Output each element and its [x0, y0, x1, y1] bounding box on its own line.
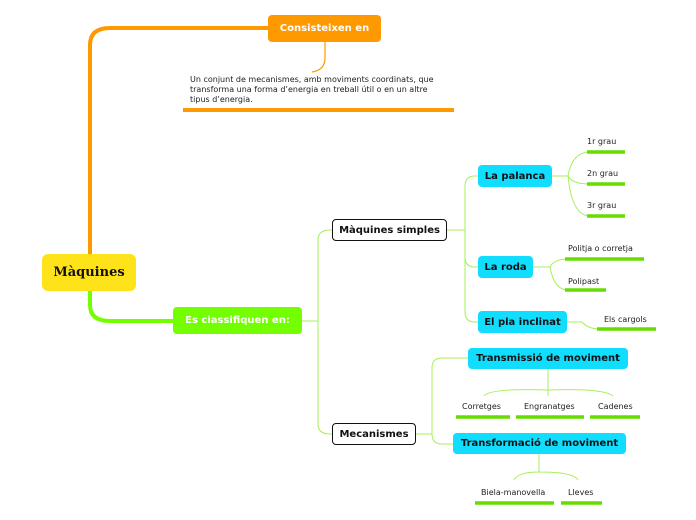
- root-node-maquines[interactable]: Màquines: [42, 254, 136, 291]
- transmissio-label: Transmissió de moviment: [476, 353, 620, 364]
- link-classify-branches: [302, 229, 332, 435]
- roda-label: La roda: [484, 261, 527, 273]
- node-la-palanca[interactable]: La palanca: [478, 165, 552, 187]
- node-mecanismes[interactable]: Mecanismes: [332, 423, 416, 445]
- mecanismes-label: Mecanismes: [339, 428, 409, 440]
- node-maquines-simples[interactable]: Màquines simples: [332, 219, 447, 241]
- link-transformacio-leaves: [513, 454, 579, 481]
- leaf-cadenes[interactable]: Cadenes: [598, 402, 633, 411]
- link-pla-leaves: [567, 321, 601, 330]
- pla-label: El pla inclinat: [484, 316, 561, 328]
- simple-label: Màquines simples: [339, 224, 440, 236]
- node-el-pla-inclinat[interactable]: El pla inclinat: [478, 311, 567, 333]
- consist-description: Un conjunt de mecanismes, amb moviments …: [190, 75, 434, 104]
- transformacio-label: Transformació de moviment: [460, 438, 619, 449]
- classify-label: Es classifiquen en:: [185, 315, 290, 326]
- leaf-3r-grau[interactable]: 3r grau: [587, 201, 617, 210]
- link-mecanismes-children: [416, 357, 468, 445]
- leaf-polipast[interactable]: Polipast: [568, 277, 600, 286]
- palanca-label: La palanca: [484, 170, 546, 182]
- leaf-lleves[interactable]: Lleves: [568, 488, 594, 497]
- node-la-roda[interactable]: La roda: [478, 256, 533, 278]
- leaf-1r-grau[interactable]: 1r grau: [587, 137, 617, 146]
- node-consisteixen-en[interactable]: Consisteixen en: [268, 15, 381, 42]
- leaf-biela-manovella[interactable]: Biela-manovella: [481, 488, 546, 497]
- link-consist-desc: [311, 42, 326, 73]
- link-simple-children: [447, 175, 478, 323]
- link-root-classify: [88, 289, 175, 323]
- leaf-els-cargols[interactable]: Els cargols: [604, 315, 647, 324]
- link-palanca-leaves: [552, 151, 591, 217]
- leaf-politja[interactable]: Politja o corretja: [568, 244, 633, 253]
- link-roda-leaves: [533, 258, 569, 291]
- leaf-corretges[interactable]: Corretges: [462, 402, 501, 411]
- leaf-engranatges[interactable]: Engranatges: [524, 402, 575, 411]
- link-transmissio-leaves: [483, 368, 614, 397]
- node-transformacio-moviment[interactable]: Transformació de moviment: [453, 433, 626, 454]
- consist-label: Consisteixen en: [279, 23, 370, 34]
- link-root-consist: [88, 26, 270, 255]
- node-es-classifiquen[interactable]: Es classifiquen en:: [173, 307, 302, 334]
- leaf-2n-grau[interactable]: 2n grau: [587, 169, 619, 178]
- node-transmissio-moviment[interactable]: Transmissió de moviment: [468, 348, 628, 369]
- root-label: Màquines: [53, 265, 125, 280]
